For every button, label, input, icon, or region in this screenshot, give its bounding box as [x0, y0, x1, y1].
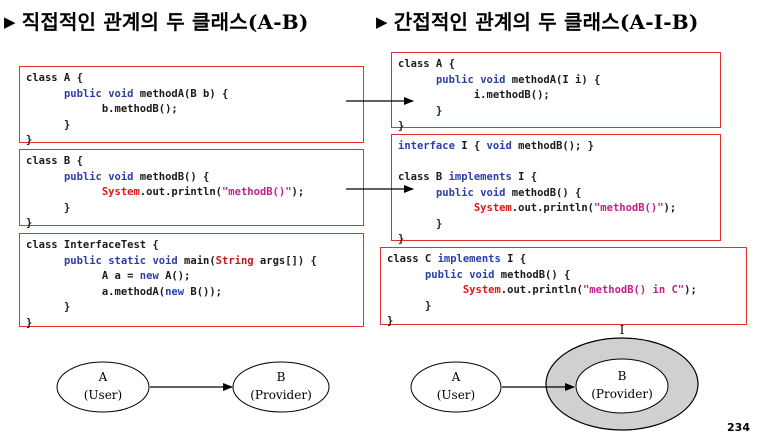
- code-keyword: public void: [435, 186, 506, 199]
- right-class-a-code-box: class A { public void methodA(I i) { i.m…: [391, 52, 721, 132]
- right-heading-text: 간접적인 관계의 두 클래스(A-I-B): [393, 10, 699, 34]
- code-line: methodA(B b) {: [133, 87, 229, 100]
- code-keyword: public void: [424, 268, 495, 281]
- code-line: class InterfaceTest {: [26, 239, 159, 251]
- code-line: .out.println(: [500, 284, 583, 296]
- code-line: .out.println(: [139, 186, 222, 198]
- left-node-a-name: A: [98, 370, 108, 384]
- left-class-a-code: class A { public void methodA(B b) { b.m…: [26, 71, 363, 149]
- right-heading: ▶ 간접적인 관계의 두 클래스(A-I-B): [376, 6, 699, 35]
- code-line: }: [398, 233, 405, 245]
- code-line: }: [26, 316, 33, 329]
- code-line: }: [435, 104, 443, 117]
- code-line: class A {: [398, 58, 455, 70]
- code-line: }: [387, 315, 394, 327]
- code-type: String: [215, 254, 254, 267]
- code-line: methodB() {: [494, 268, 571, 281]
- code-keyword: public void: [63, 170, 134, 183]
- code-string: "methodB()": [221, 186, 292, 198]
- code-system: System: [101, 186, 140, 198]
- right-class-c-code: class C implements I { public void metho…: [387, 252, 746, 330]
- code-line: methodA(I i) {: [505, 73, 601, 86]
- right-interface-b-code-box: interface I { void methodB(); } class B …: [391, 134, 721, 245]
- left-node-b-role: (Provider): [250, 388, 312, 402]
- left-node-a-role: (User): [84, 388, 122, 402]
- left-heading-text: 직접적인 관계의 두 클래스(A-B): [21, 10, 309, 34]
- right-node-a-name: A: [451, 370, 461, 384]
- code-line: }: [63, 118, 71, 131]
- interface-label: I: [620, 323, 625, 337]
- code-line: I {: [454, 140, 487, 152]
- code-line: );: [291, 186, 305, 198]
- left-class-b-code: class B { public void methodB() { System…: [26, 154, 363, 232]
- right-node-a-role: (User): [437, 388, 475, 402]
- code-line: }: [26, 134, 33, 146]
- code-line: I {: [511, 171, 538, 183]
- code-line: class A {: [26, 72, 83, 84]
- code-line: }: [26, 217, 33, 229]
- left-class-a-code-box: class A { public void methodA(B b) { b.m…: [19, 66, 364, 146]
- left-class-b-code-box: class B { public void methodB() { System…: [19, 149, 364, 229]
- code-string: "methodB()": [593, 202, 664, 214]
- code-line: }: [63, 301, 71, 313]
- page-number: 234: [727, 421, 750, 434]
- code-line: methodB() {: [133, 170, 210, 183]
- left-node-b-name: B: [277, 370, 286, 384]
- right-node-b-ellipse: [575, 358, 669, 414]
- code-line: }: [63, 201, 71, 214]
- code-line: );: [684, 284, 697, 296]
- right-node-b-name: B: [618, 369, 627, 383]
- code-line: class B: [398, 171, 449, 183]
- left-interface-test-code-box: class InterfaceTest { public static void…: [19, 233, 364, 329]
- left-node-b-ellipse: [232, 361, 330, 413]
- code-line: main(: [177, 254, 216, 267]
- code-line: class C: [387, 253, 438, 265]
- code-line: a.methodA(: [101, 285, 166, 298]
- code-keyword: public void: [63, 87, 134, 100]
- code-line: b.methodB();: [101, 103, 178, 115]
- code-string: "methodB() in C": [582, 284, 685, 296]
- left-interface-test-code: class InterfaceTest { public static void…: [26, 238, 363, 331]
- code-keyword: new: [139, 270, 159, 282]
- right-class-a-code: class A { public void methodA(I i) { i.m…: [398, 57, 720, 135]
- code-line: A a =: [101, 270, 140, 282]
- code-line: args[]) {: [253, 254, 317, 267]
- code-line: A();: [158, 270, 191, 282]
- right-node-b-role: (Provider): [591, 387, 653, 401]
- code-keyword: implements: [448, 171, 512, 183]
- code-line: }: [398, 120, 405, 132]
- right-class-c-code-box: class C implements I { public void metho…: [380, 247, 747, 327]
- right-node-a-ellipse: [410, 361, 502, 413]
- code-keyword: public void: [435, 73, 506, 86]
- code-keyword: new: [165, 285, 185, 298]
- code-line: I {: [500, 253, 527, 265]
- code-line: class B {: [26, 155, 83, 167]
- triangle-marker-icon: ▶: [376, 13, 388, 31]
- code-keyword: interface: [398, 140, 455, 152]
- right-interface-b-code: interface I { void methodB(); } class B …: [398, 139, 720, 248]
- code-line: }: [435, 217, 443, 230]
- code-line: i.methodB();: [473, 89, 550, 101]
- code-line: methodB() {: [505, 186, 582, 199]
- code-system: System: [462, 284, 501, 296]
- code-system: System: [473, 202, 512, 214]
- left-node-a-ellipse: [56, 361, 150, 413]
- left-heading: ▶ 직접적인 관계의 두 클래스(A-B): [4, 6, 309, 35]
- triangle-marker-icon: ▶: [4, 13, 16, 31]
- code-line: B());: [184, 285, 222, 298]
- code-line: );: [663, 202, 677, 214]
- code-keyword: void: [486, 140, 512, 152]
- code-line: methodB(); }: [511, 140, 594, 152]
- code-keyword: implements: [437, 253, 501, 265]
- code-keyword: public static void: [63, 254, 178, 267]
- code-line: }: [424, 299, 432, 312]
- code-line: .out.println(: [511, 202, 594, 214]
